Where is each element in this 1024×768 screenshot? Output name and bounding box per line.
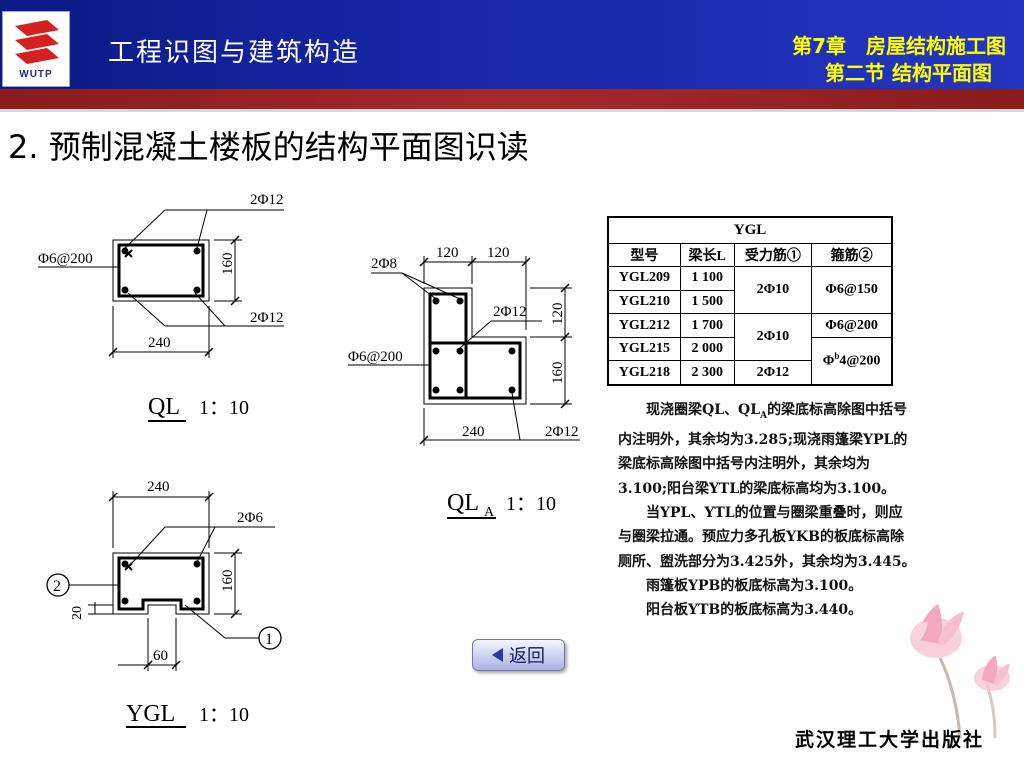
table-cell-length: 1 500 (679, 289, 735, 315)
ygl-section: 240 2Φ6 160 20 60 2 1 YGL 1：10 (46, 479, 282, 728)
qla-section: 2Φ8 120 120 2Φ12 120 Φ6@200 160 240 2Φ12… (348, 245, 580, 520)
ql-rebar-top: 2Φ12 (250, 192, 283, 208)
qla-label: QL (447, 490, 479, 516)
table-cell-type: YGL218 (607, 360, 681, 386)
course-title: 工程识图与建筑构造 (108, 38, 361, 68)
stirrup-superscript: b (834, 351, 840, 362)
notes-text: 现浇圈梁QL、QLA的梁底标高除图中括号内注明外，其余均为3.285;现浇雨篷梁… (618, 398, 916, 622)
chapter-heading: 第7章 房屋结构施工图 第二节 结构平面图 (792, 33, 1006, 87)
qla-rebar-mid: 2Φ12 (493, 304, 526, 320)
qla-rebar-bottom: 2Φ12 (545, 424, 578, 440)
ygl-width: 240 (147, 479, 170, 495)
table-row: YGL210 1 500 (607, 289, 892, 315)
table-caption: YGL (607, 216, 893, 244)
table-row: YGL218 2 300 2Φ12 (607, 360, 892, 386)
qla-rebar-left: 2Φ8 (371, 256, 397, 272)
qla-dim-120-side: 120 (550, 303, 566, 326)
table-cell-stirrup: Φ6@200 (811, 313, 893, 338)
ql-section: 2Φ12 Φ6@200 160 2Φ12 240 QL 1：10 (38, 192, 284, 422)
ql-height: 160 (220, 253, 236, 276)
ygl-table: YGL 型号 梁长L 受力筋① 箍筋② YGL209 1 100 2Φ10 Φ6… (607, 216, 893, 386)
table-cell-type: YGL209 (607, 266, 681, 291)
ygl-scale: 1：10 (199, 704, 249, 726)
header-divider (0, 109, 1024, 112)
logo-mark-icon (15, 20, 59, 64)
qla-label-sub: A (484, 505, 495, 520)
table-cell-main-rebar: 2Φ12 (733, 360, 813, 386)
logo-text: WUTP (19, 69, 53, 80)
ql-scale: 1：10 (199, 397, 249, 419)
chapter-title: 第7章 房屋结构施工图 (792, 34, 1006, 58)
publisher-logo: WUTP (2, 11, 70, 87)
ql-rebar-bottom: 2Φ12 (250, 310, 283, 326)
note-paragraph: 当YPL、YTL的位置与圈梁重叠时，则应与圈梁拉通。预应力多孔板YKB的板底标高… (618, 504, 916, 570)
table-cell-stirrup: Φb4@200 (811, 336, 893, 386)
table-cell-type: YGL215 (607, 336, 681, 362)
note-paragraph: 现浇圈梁QL、QLA的梁底标高除图中括号内注明外，其余均为3.285;现浇雨篷梁… (618, 402, 908, 497)
table-header-length: 梁长L (679, 242, 735, 268)
ql-label: QL (148, 394, 180, 420)
table-cell-type: YGL212 (607, 313, 681, 338)
ygl-label: YGL (126, 701, 175, 727)
back-arrow-icon (492, 648, 503, 662)
ygl-marker-2: 2 (53, 578, 61, 595)
qla-height: 160 (550, 362, 566, 385)
ygl-rebar: 2Φ6 (237, 510, 263, 526)
table-header-stirrup: 箍筋② (811, 242, 893, 268)
lotus-decoration-icon (910, 604, 1010, 738)
table-cell-stirrup: Φ6@150 (811, 266, 893, 315)
table-cell-main-rebar: 2Φ10 (733, 313, 813, 362)
note-paragraph: 阳台板YTB的板底标高为3.440。 (646, 602, 863, 619)
table-row: YGL212 1 700 2Φ10 Φ6@200 (607, 313, 893, 362)
stirrup-value: 4@200 (839, 354, 881, 370)
table-row: YGL215 2 000 Φb4@200 (607, 336, 893, 386)
back-button[interactable]: 返回 (472, 639, 565, 671)
qla-scale: 1：10 (506, 493, 556, 515)
header-bar: WUTP 工程识图与建筑构造 第7章 房屋结构施工图 第二节 结构平面图 (0, 0, 1024, 89)
ql-stirrup: Φ6@200 (38, 251, 93, 267)
ygl-dim-60: 60 (153, 648, 168, 664)
ygl-marker-1: 1 (265, 631, 273, 648)
back-button-label: 返回 (509, 646, 545, 667)
slide-title: 2. 预制混凝土楼板的结构平面图识读 (8, 128, 529, 166)
table-header-type: 型号 (607, 242, 681, 268)
ql-width: 240 (148, 335, 171, 351)
table-cell-length: 2 000 (679, 336, 735, 362)
qla-stirrup: Φ6@200 (348, 349, 403, 365)
table-row: YGL209 1 100 2Φ10 Φ6@150 (607, 266, 893, 315)
table-cell-type: YGL210 (607, 289, 681, 315)
ygl-height: 160 (220, 570, 236, 593)
note-subscript: A (760, 410, 768, 421)
qla-dim-120-a: 120 (436, 245, 459, 261)
note-paragraph: 雨篷板YPB的板底标高为3.100。 (646, 577, 863, 594)
ygl-dim-20: 20 (70, 606, 85, 620)
table-cell-main-rebar: 2Φ10 (733, 266, 813, 315)
section-title: 第二节 结构平面图 (825, 61, 992, 85)
header-red-stripe (0, 89, 1024, 109)
publisher-name: 武汉理工大学出版社 (794, 729, 984, 751)
qla-width: 240 (462, 424, 485, 440)
table-cell-length: 2 300 (679, 360, 735, 386)
table-cell-length: 1 700 (679, 313, 735, 338)
table-header-main-rebar: 受力筋① (733, 242, 813, 268)
qla-dim-120-b: 120 (487, 245, 510, 261)
table-cell-length: 1 100 (679, 266, 735, 291)
